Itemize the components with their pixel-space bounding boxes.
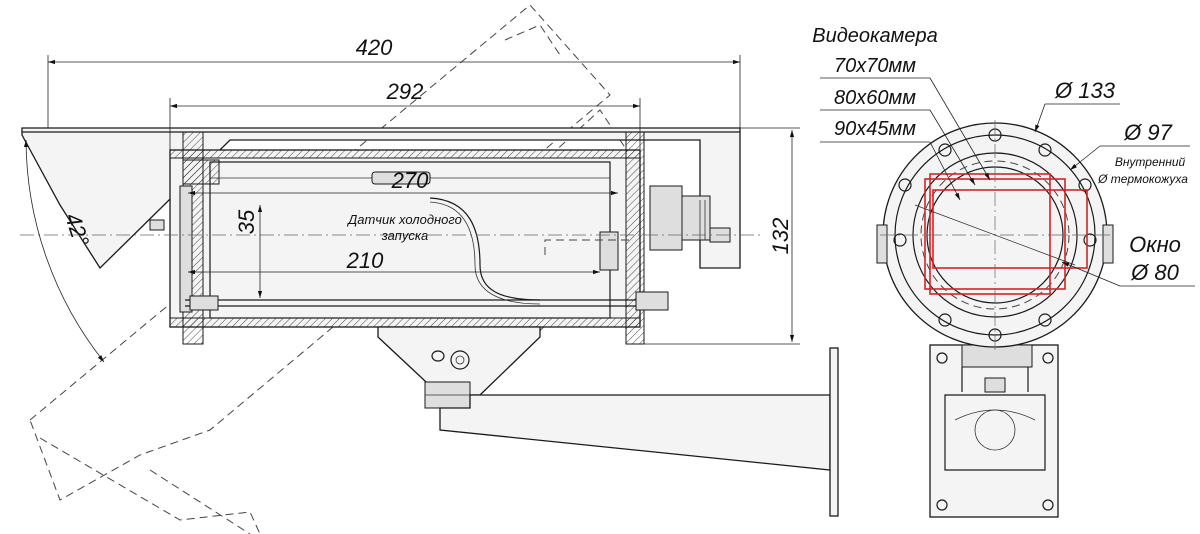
- camera-size-2: 80x60мм: [834, 87, 916, 109]
- camera-size-1: 70x70мм: [834, 55, 916, 77]
- wall-arm: [439, 347, 839, 517]
- dim-height: 132: [768, 218, 793, 255]
- inner-label-line1: Внутренний: [1115, 155, 1186, 169]
- dim-35: 35: [234, 205, 263, 298]
- dim-body-length: 292: [386, 79, 424, 104]
- dim-80: Окно Ø 80: [1061, 232, 1195, 287]
- front-view: Видеокамера 70x70мм 80x60мм 90x45мм Ø 13…: [812, 25, 1195, 518]
- dim-97: Ø 97 Внутренний Ø термокожуха: [1069, 120, 1190, 186]
- dim-inner-length: 270: [391, 168, 429, 193]
- housing-body: [149, 131, 731, 345]
- window-circle: [926, 166, 1064, 304]
- sensor-label-line1: Датчик холодного: [346, 212, 462, 227]
- camera-size-3: 90x45мм: [834, 118, 916, 140]
- dim-offset: 35: [234, 209, 259, 234]
- dim-270: 270: [188, 168, 618, 196]
- dim-outer-diameter: Ø 133: [1054, 78, 1116, 103]
- dim-420: 420: [47, 35, 741, 128]
- flange-bolts: [893, 128, 1097, 342]
- front-mount: [929, 344, 1059, 518]
- dim-window-diameter: Ø 80: [1130, 260, 1179, 285]
- dim-132: 132: [644, 127, 800, 345]
- dim-133: Ø 133: [1034, 78, 1120, 133]
- dim-210: 210: [188, 248, 600, 275]
- window-label: Окно: [1129, 232, 1181, 257]
- cold-start-sensor-label: Датчик холодного запуска: [346, 212, 462, 243]
- sensor-label-line2: запуска: [381, 228, 429, 243]
- dim-overall-length: 420: [356, 35, 393, 60]
- side-view: 420 292 270 210 35 132: [20, 4, 839, 534]
- camera-labels: Видеокамера 70x70мм 80x60мм 90x45мм: [812, 25, 991, 201]
- dim-292: 292: [169, 79, 641, 150]
- inner-label-line2: Ø термокожуха: [1097, 172, 1188, 186]
- dim-inner-diameter: Ø 97: [1123, 120, 1172, 145]
- camera-title: Видеокамера: [812, 25, 937, 47]
- dim-module-length: 210: [346, 248, 384, 273]
